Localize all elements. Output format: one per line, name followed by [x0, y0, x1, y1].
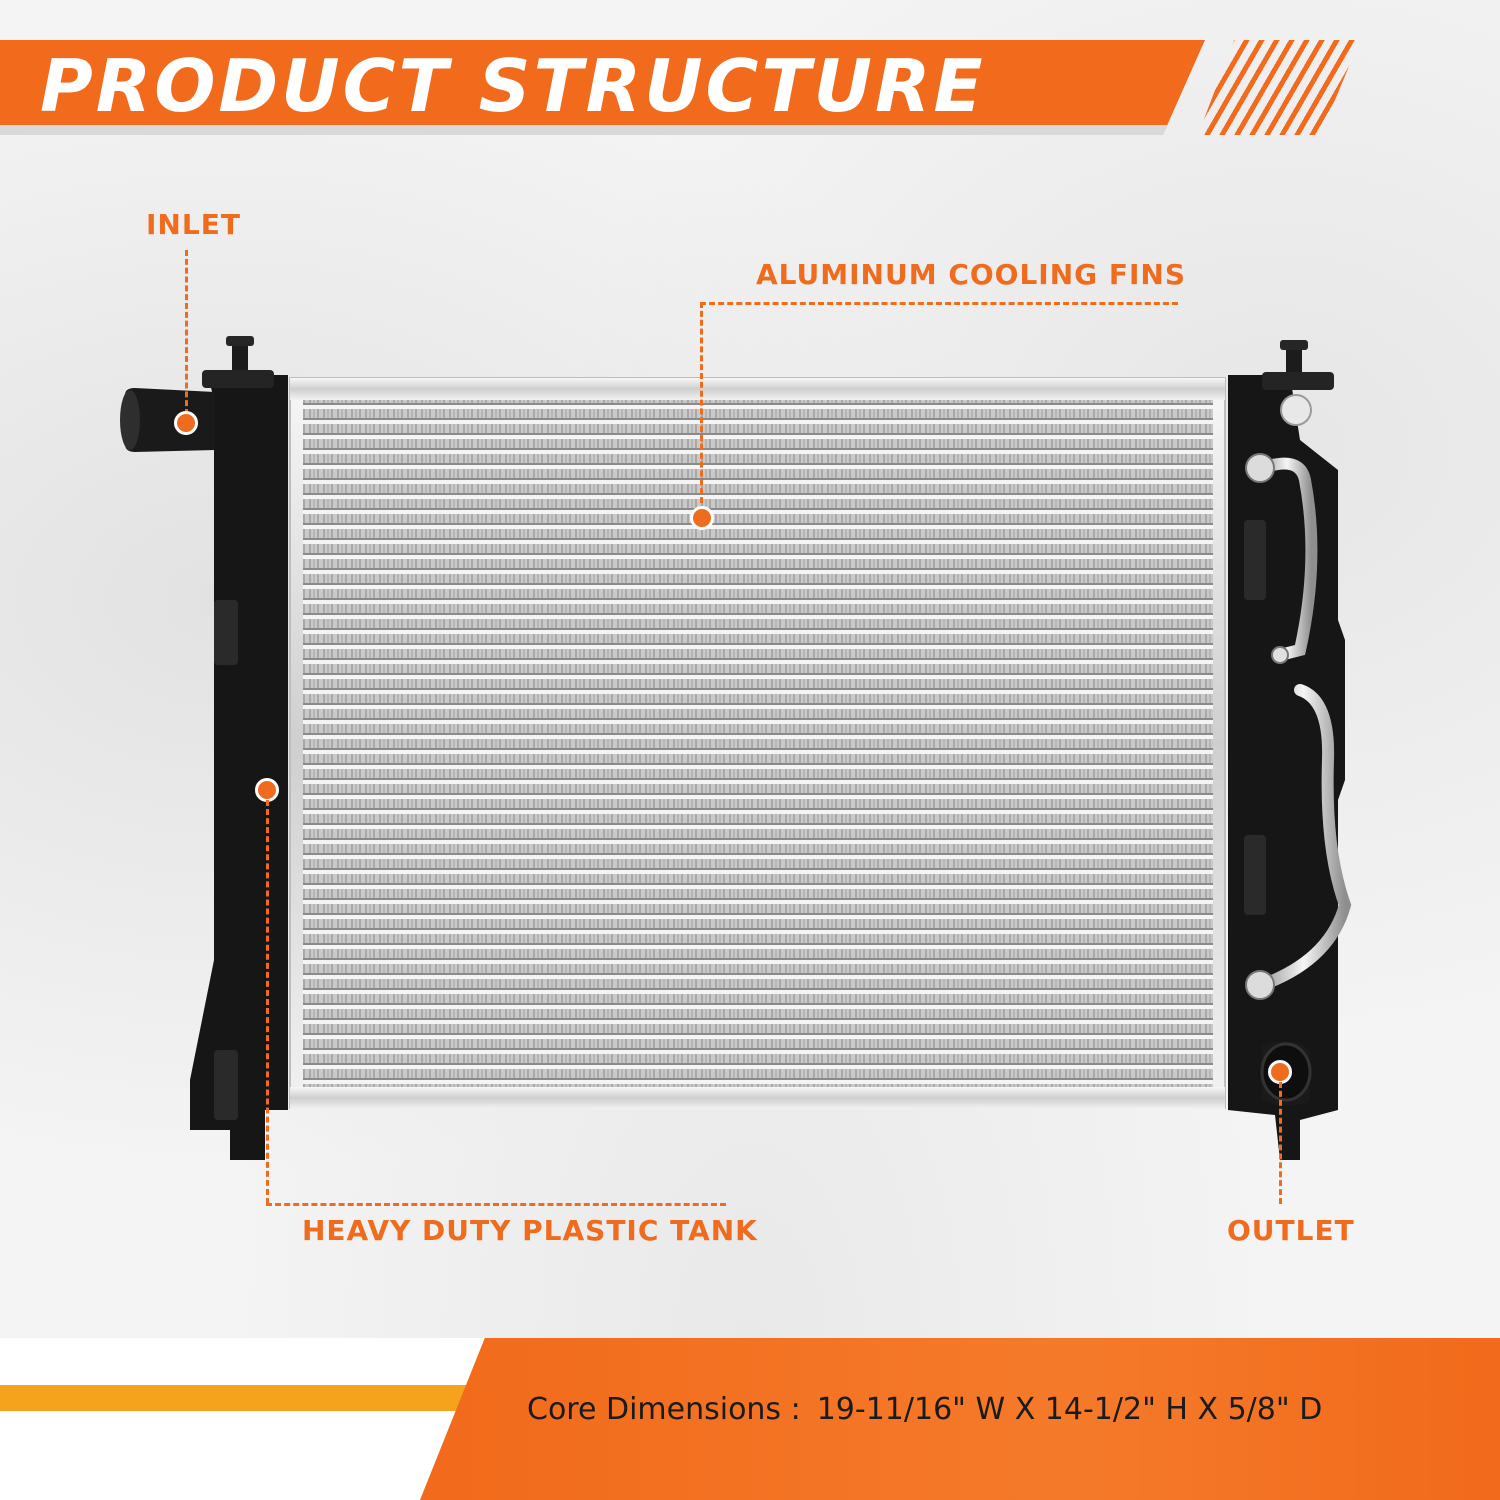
fins-leader-line-vertical	[700, 302, 703, 512]
core-dimensions-label: Core Dimensions :	[527, 1392, 801, 1427]
outlet-marker	[1268, 1060, 1292, 1084]
footer-orange-panel	[420, 1338, 1500, 1500]
page-title: PRODUCT STRUCTURE	[40, 44, 986, 128]
right-plastic-tank	[1228, 340, 1352, 1160]
fins-leader-line-horizontal	[700, 302, 1178, 305]
tank-leader-line-vertical	[266, 800, 269, 1204]
aluminum-cooling-fins-label: ALUMINUM COOLING FINS	[756, 258, 1187, 291]
outlet-leader-line	[1279, 1082, 1282, 1204]
inlet-leader-line	[185, 250, 188, 415]
footer-yellow-bar	[0, 1385, 470, 1411]
heavy-duty-plastic-tank-label: HEAVY DUTY PLASTIC TANK	[302, 1214, 758, 1247]
core-dimensions-value: 19-11/16" W X 14-1/2" H X 5/8" D	[816, 1392, 1323, 1427]
fins-marker	[690, 506, 714, 530]
left-plastic-tank	[120, 336, 288, 1160]
inlet-marker	[174, 411, 198, 435]
header-banner	[0, 40, 1205, 135]
tank-leader-line-horizontal	[266, 1203, 726, 1206]
core-dimensions: Core Dimensions : 19-11/16" W X 14-1/2" H…	[527, 1392, 1322, 1427]
outlet-label: OUTLET	[1227, 1214, 1355, 1247]
inlet-label: INLET	[146, 208, 241, 241]
tank-marker	[255, 778, 279, 802]
aluminum-core	[289, 377, 1226, 1109]
